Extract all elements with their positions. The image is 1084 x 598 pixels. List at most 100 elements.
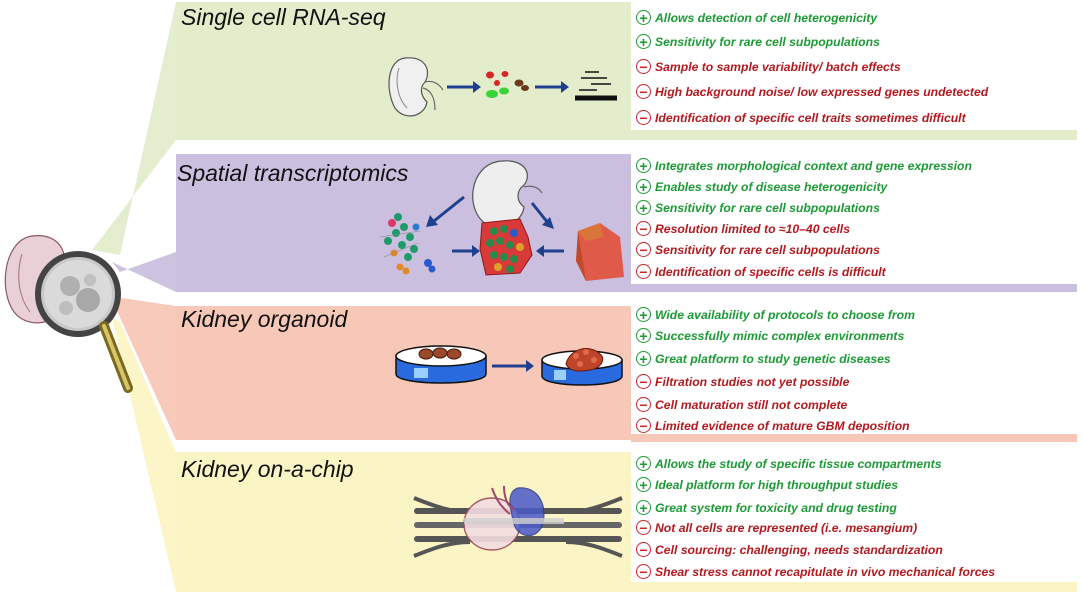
title-scrnaseq: Single cell RNA-seq — [181, 4, 386, 30]
plus-icon: + — [636, 307, 651, 322]
plus-icon: + — [636, 477, 651, 492]
sequencing-reads-icon — [575, 71, 617, 101]
point-text: Filtration studies not yet possible — [655, 374, 850, 389]
microfluidic-chip-icon — [413, 485, 623, 558]
con-point: −Sensitivity for rare cell subpopulation… — [636, 242, 880, 257]
panel-chip-tail — [631, 582, 1077, 592]
con-point: −Identification of specific cell traits … — [636, 110, 966, 125]
point-text: Enables study of disease heterogenicity — [655, 179, 888, 194]
plus-icon: + — [636, 200, 651, 215]
point-text: Limited evidence of mature GBM depositio… — [655, 418, 910, 433]
magnifying-glass-icon — [35, 251, 133, 393]
con-point: −Cell sourcing: challenging, needs stand… — [636, 542, 943, 557]
spatial-map-icon — [479, 218, 533, 276]
con-point: −Limited evidence of mature GBM depositi… — [636, 418, 910, 433]
panel-spatial-tail — [631, 284, 1077, 292]
cells-icon — [486, 71, 529, 98]
point-text: Sensitivity for rare cell subpopulations — [655, 34, 880, 49]
panel-organoid-tail — [631, 434, 1077, 442]
magnifier-illustration — [4, 235, 133, 393]
point-text: Sample to sample variability/ batch effe… — [655, 59, 901, 74]
kidney-icon — [388, 57, 444, 117]
pro-point: + Allows detection of cell heterogenicity — [636, 10, 877, 25]
pro-point: + Ideal platform for high throughput stud… — [636, 477, 898, 492]
beam-spatial — [112, 252, 176, 292]
arrow-icon — [426, 195, 465, 227]
title-chip: Kidney on-a-chip — [181, 456, 354, 482]
pro-point: + Allows the study of specific tissue com… — [636, 456, 941, 471]
kidney-section-icon — [472, 160, 543, 228]
panel-scrnaseq-tail — [631, 130, 1077, 140]
plus-icon: + — [636, 351, 651, 366]
pro-point: + Wide availability of protocols to choos… — [636, 307, 915, 322]
con-point: −Shear stress cannot recapitulate in viv… — [636, 564, 995, 579]
con-point: −Filtration studies not yet possible — [636, 374, 849, 389]
point-text: High background noise/ low expressed gen… — [655, 84, 989, 99]
pro-point: + Sensitivity for rare cell subpopulation… — [636, 34, 880, 49]
con-point: −Resolution limited to ≈10–40 cells — [636, 221, 850, 236]
point-text: Resolution limited to ≈10–40 cells — [655, 221, 850, 236]
point-text: Ideal platform for high throughput studi… — [655, 477, 899, 492]
culture-dish-icon — [541, 348, 623, 386]
point-text: Wide availability of protocols to choose… — [655, 307, 915, 322]
beam-scrnaseq — [92, 2, 176, 255]
minus-icon: − — [636, 418, 651, 433]
beam-organoid — [112, 298, 176, 440]
minus-icon: − — [636, 84, 651, 99]
point-text: Great system for toxicity and drug testi… — [655, 500, 897, 515]
con-point: −Cell maturation still not complete — [636, 397, 847, 412]
point-text: Sensitivity for rare cell subpopulations — [655, 200, 880, 215]
cell-cluster-icon — [379, 213, 436, 275]
minus-icon: − — [636, 264, 651, 279]
organoid-illustration — [395, 345, 623, 386]
point-text: Cell sourcing: challenging, needs standa… — [655, 542, 943, 557]
minus-icon: − — [636, 110, 651, 125]
arrow-icon — [535, 81, 569, 93]
con-point: −Identification of specific cells is dif… — [636, 264, 886, 279]
point-text: Identification of specific cells is diff… — [655, 264, 886, 279]
arrow-icon — [492, 360, 534, 372]
plus-icon: + — [636, 158, 651, 173]
title-organoid: Kidney organoid — [181, 306, 348, 332]
pro-point: + Great platform to study genetic disease… — [636, 351, 891, 366]
arrow-icon — [536, 245, 564, 257]
minus-icon: − — [636, 564, 651, 579]
point-text: Cell maturation still not complete — [655, 397, 848, 412]
arrow-icon — [530, 202, 554, 229]
plus-icon: + — [636, 10, 651, 25]
culture-dish-icon — [395, 345, 487, 384]
con-point: −Sample to sample variability/ batch eff… — [636, 59, 901, 74]
plus-icon: + — [636, 500, 651, 515]
point-text: Great platform to study genetic diseases — [655, 351, 891, 366]
plus-icon: + — [636, 328, 651, 343]
minus-icon: − — [636, 520, 651, 535]
minus-icon: − — [636, 59, 651, 74]
chip-illustration — [413, 485, 623, 558]
spatial-illustration — [379, 160, 624, 281]
tissue-block-icon — [576, 223, 624, 281]
arrow-icon — [447, 81, 481, 93]
pro-point: + Successfully mimic complex environments — [636, 328, 904, 343]
plus-icon: + — [636, 179, 651, 194]
point-text: Identification of specific cell traits s… — [655, 110, 966, 125]
point-text: Sensitivity for rare cell subpopulations — [655, 242, 880, 257]
point-text: Allows the study of specific tissue comp… — [655, 456, 942, 471]
point-text: Successfully mimic complex environments — [655, 328, 905, 343]
point-text: Allows detection of cell heterogenicity — [655, 10, 878, 25]
pro-point: + Great system for toxicity and drug test… — [636, 500, 897, 515]
arrow-icon — [452, 245, 480, 257]
minus-icon: − — [636, 374, 651, 389]
con-point: −High background noise/ low expressed ge… — [636, 84, 988, 99]
pro-point: + Sensitivity for rare cell subpopulation… — [636, 200, 880, 215]
con-point: −Not all cells are represented (i.e. mes… — [636, 520, 917, 535]
pro-point: + Integrates morphological context and ge… — [636, 158, 972, 173]
scrnaseq-illustration — [388, 57, 617, 117]
point-text: Integrates morphological context and gen… — [655, 158, 972, 173]
pro-point: + Enables study of disease heterogenicity — [636, 179, 887, 194]
minus-icon: − — [636, 221, 651, 236]
point-text: Shear stress cannot recapitulate in vivo… — [655, 564, 996, 579]
plus-icon: + — [636, 456, 651, 471]
plus-icon: + — [636, 34, 651, 49]
minus-icon: − — [636, 242, 651, 257]
minus-icon: − — [636, 542, 651, 557]
